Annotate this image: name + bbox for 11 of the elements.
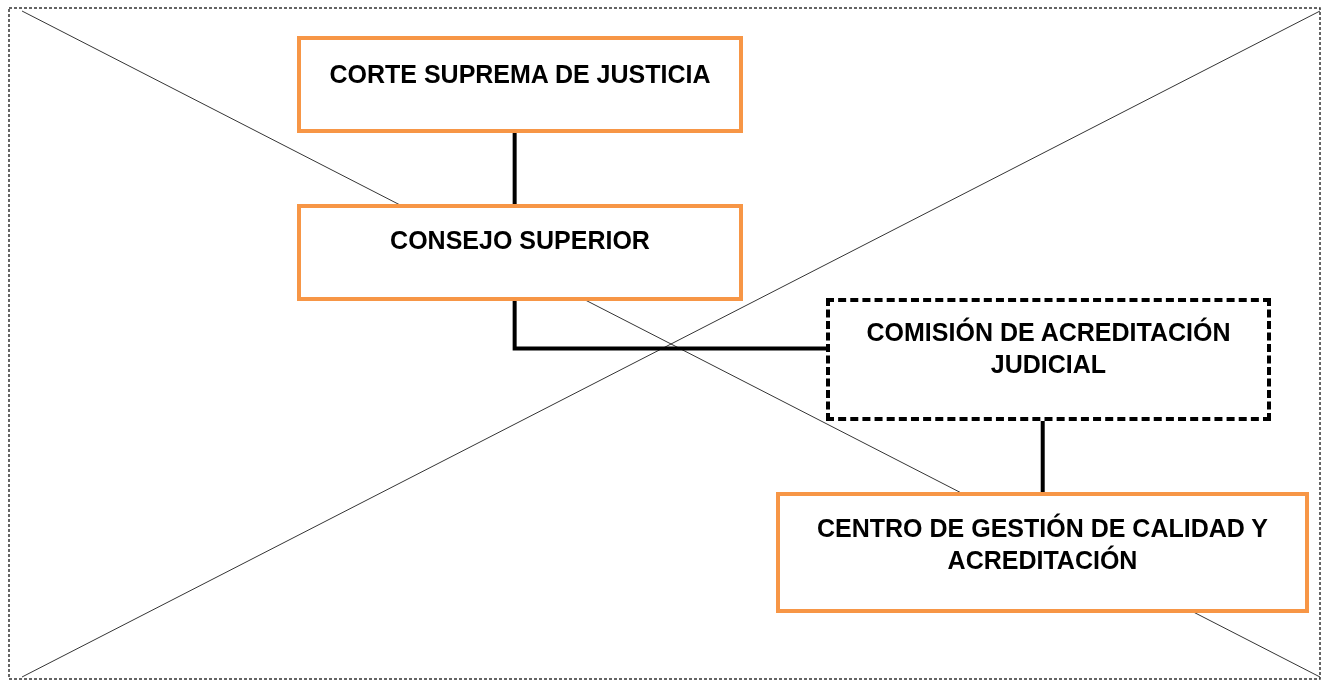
org-box: [297, 204, 743, 301]
node-label: CENTRO DE GESTIÓN DE CALIDAD Y ACREDITACIÓN: [816, 512, 1269, 576]
connector-line: [512, 301, 826, 351]
org-box: [297, 36, 743, 133]
org-box: [776, 492, 1309, 613]
node-label: CONSEJO SUPERIOR: [390, 225, 650, 256]
dashed-box: [826, 298, 1271, 421]
connector-line: [1040, 421, 1045, 492]
node-label: COMISIÓN DE ACREDITACIÓN JUDICIAL: [865, 316, 1232, 380]
connector-line: [512, 133, 517, 204]
node-label: CORTE SUPREMA DE JUSTICIA: [329, 59, 711, 90]
